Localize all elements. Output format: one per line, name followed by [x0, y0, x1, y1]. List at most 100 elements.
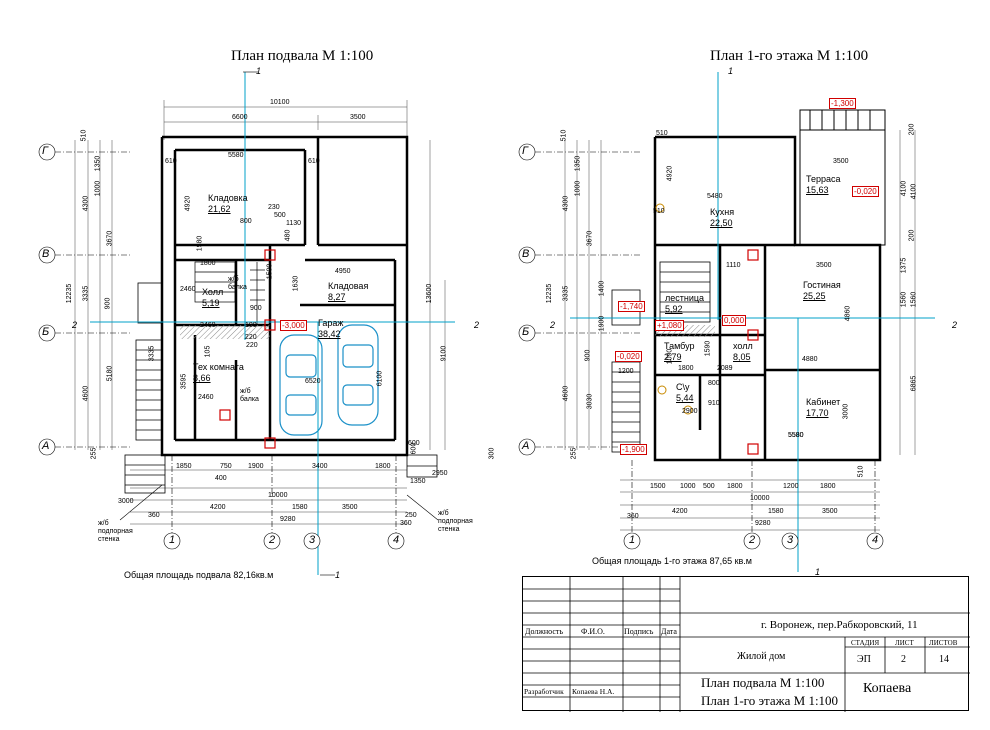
room-storage1: Кладовка 21,62: [208, 193, 248, 215]
floor1-plan-title: План 1-го этажа М 1:100: [710, 48, 869, 64]
room-storage2: Кладовая 8,27: [328, 281, 368, 303]
retaining-wall-left: ж/б подпорная стенка: [98, 520, 133, 543]
dim-b-in-0: 4920: [184, 195, 192, 212]
dim-b-bot-7: 1580: [292, 504, 308, 511]
dim-b-bot-8: 3500: [342, 504, 358, 511]
dim-b-left-3: 4300: [82, 195, 90, 212]
room-garage-name: Гараж: [318, 318, 344, 328]
dim-f-left-10: 4600: [562, 385, 570, 402]
section-mark-1-bottom-f1: 1: [815, 567, 821, 577]
room-tech-area: 8,66: [193, 373, 211, 383]
dim-b-right-2: 6100: [376, 370, 384, 387]
dim-b-left-8: 5180: [106, 365, 114, 382]
dim-b-in-17: 3595: [180, 373, 188, 390]
basement-column-label: ж/б балка: [228, 276, 247, 292]
dim-b-in-16: 105: [204, 345, 212, 358]
room-hall-b: Холл 5,19: [202, 287, 223, 309]
basement-column-label-2: ж/б балка: [240, 388, 259, 404]
dim-f-in-7: 5580: [788, 432, 804, 439]
dim-b-bot-0: 1850: [176, 463, 192, 470]
dim-f-top-2: 4100: [900, 180, 908, 197]
section-mark-1-top-f1: 1: [728, 66, 734, 76]
dim-b-left-6: 3335: [82, 285, 90, 302]
dim-f-top-0: 200: [908, 123, 916, 136]
basement-leaders: [119, 71, 439, 576]
dim-b-left-7: 900: [104, 297, 112, 310]
axis-row-g: Г: [42, 145, 48, 157]
stamp-stage-value: ЭП: [857, 654, 871, 665]
garage-cars: [279, 324, 379, 436]
dim-f-in-3: 4880: [802, 356, 818, 363]
dim-b-in-12: 900: [250, 305, 262, 312]
dim-b-right-0: 13600: [426, 283, 434, 304]
basement-section-lines: [90, 72, 455, 575]
dim-b-bot-1: 750: [220, 463, 232, 470]
axis-row-b: Б: [42, 326, 50, 338]
dim-f-bot-12: 5580: [788, 432, 804, 439]
basement-plan-title: План подвала М 1:100: [231, 48, 374, 64]
axis-col-1: 1: [169, 534, 176, 546]
room-storage1-area: 21,62: [208, 204, 231, 214]
stamp-sheet-title-1: План подвала М 1:100: [701, 675, 825, 690]
room-office-name: Кабинет: [806, 397, 841, 407]
axis-col-3-f1: 3: [787, 534, 794, 546]
dim-b-in-13: 100: [245, 322, 257, 329]
dim-f-bot-8: 1580: [768, 508, 784, 515]
dim-f-left-9: 900: [584, 349, 592, 362]
stamp-header-sheets: ЛИСТОВ: [929, 639, 958, 647]
dim-b-in-7: 1800: [200, 260, 216, 267]
level-stair-left: -1,740: [618, 301, 645, 312]
section-mark-2-left: 2: [72, 320, 78, 330]
basement-row-axes: [38, 143, 130, 456]
terrace: [799, 109, 886, 246]
axis-row-b-f1: Б: [522, 326, 530, 338]
floor1-section-lines: [570, 72, 935, 572]
dim-f-bot-1: 1000: [680, 483, 696, 490]
dim-f-left-1: 1350: [574, 155, 582, 172]
dim-f-right-1: 1560: [910, 291, 918, 308]
dim-b-in-14: 2460: [198, 394, 214, 401]
dim-f-bot-11: 360: [627, 513, 639, 520]
dim-b-in-18: 6520: [305, 378, 321, 385]
room-storage2-area: 8,27: [328, 292, 346, 302]
dim-f-bot-0: 1500: [650, 483, 666, 490]
room-stairs-name: лестница: [665, 293, 705, 303]
dim-b-bot-6: 4200: [210, 504, 226, 511]
basement-right-blocks: [406, 454, 438, 478]
dim-b-in-10: 1630: [292, 275, 300, 292]
room-hall-f1: холл 8,05: [733, 341, 753, 363]
axis-col-3: 3: [309, 534, 316, 546]
dim-f-top-5: 510: [653, 208, 665, 215]
section-mark-1-top: 1: [256, 66, 262, 76]
level-terrace: -0,020: [852, 186, 879, 197]
room-vestibule-area: 2,79: [664, 352, 682, 362]
floor1-red-markers: [747, 249, 759, 455]
dim-b-bot-10: 3000: [118, 498, 134, 505]
dim-f-bot-2: 500: [703, 483, 715, 490]
dim-f-left-12: 255: [570, 447, 578, 460]
dim-f-bot-7: 4200: [672, 508, 688, 515]
room-bath-area: 5,44: [676, 393, 694, 403]
dim-b-right-1: 9100: [440, 345, 448, 362]
room-living-name: Гостиная: [803, 280, 841, 290]
room-storage1-name: Кладовка: [208, 193, 248, 203]
room-storage2-name: Кладовая: [328, 281, 369, 291]
dim-f-in-8: 3000: [842, 403, 850, 420]
stamp-developer-name: Копаева Н.А.: [572, 687, 615, 696]
column-label-4: балка: [240, 396, 259, 403]
axis-row-v: В: [42, 248, 50, 260]
dim-f-top-8: 1560: [900, 291, 908, 308]
dim-f-top-6: 200: [908, 229, 916, 242]
room-living-area: 25,25: [803, 291, 826, 301]
dim-b-left-10: 255: [90, 447, 98, 460]
room-tech-name: Тех комната: [193, 362, 244, 372]
room-hall-f1-area: 8,05: [733, 352, 751, 362]
basement-stair: [124, 282, 166, 494]
dim-b-bot-16: 250: [405, 512, 417, 519]
basement-red-markers: [219, 249, 276, 449]
dim-b-right-3: 300: [488, 447, 496, 460]
room-terrace-area: 15,63: [806, 185, 829, 195]
stamp-address: г. Воронеж, пер.Рабкоровский, 11: [761, 619, 918, 631]
room-stairs: лестница 5,92: [665, 293, 704, 315]
